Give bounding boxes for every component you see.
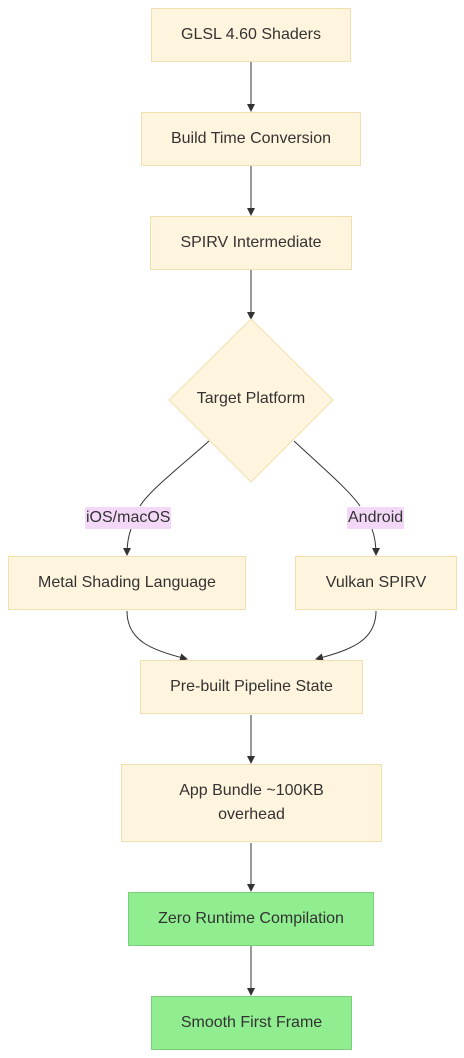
node-build-time-conversion: Build Time Conversion [141,112,361,166]
node-prebuilt-pipeline-state: Pre-built Pipeline State [140,660,363,714]
node-vulkan-spirv: Vulkan SPIRV [295,556,457,610]
node-metal-shading-language: Metal Shading Language [8,556,246,610]
target-platform-diamond [168,318,334,483]
node-glsl-shaders-label: GLSL 4.60 Shaders [181,26,321,43]
node-spirv-intermediate-label: SPIRV Intermediate [180,234,322,251]
node-app-bundle-label-line1: App Bundle ~100KB [179,782,324,799]
edge-metal-to-prebuilt [126,610,188,662]
node-zero-runtime-compilation: Zero Runtime Compilation [128,892,374,946]
node-app-bundle: App Bundle ~100KB overhead [121,764,382,842]
node-target-platform-label: Target Platform [196,390,306,407]
edge-androidlabel-to-vulkan [371,528,380,556]
node-build-time-conversion-label: Build Time Conversion [170,130,332,147]
edge-ioslabel-to-metal [123,528,132,556]
node-smooth-first-frame-label: Smooth First Frame [180,1014,323,1031]
edge-label-android: Android [347,507,405,529]
node-smooth-first-frame: Smooth First Frame [151,996,352,1050]
node-spirv-intermediate: SPIRV Intermediate [150,216,352,270]
node-app-bundle-label-line2: overhead [218,806,285,823]
edge-vulkan-to-prebuilt [315,610,377,662]
node-metal-shading-language-label: Metal Shading Language [38,574,216,591]
edge-target-to-metal [139,440,210,507]
node-zero-runtime-compilation-label: Zero Runtime Compilation [158,910,344,927]
node-prebuilt-pipeline-state-label: Pre-built Pipeline State [170,678,333,695]
node-vulkan-spirv-label: Vulkan SPIRV [325,574,427,591]
edge-label-ios-macos: iOS/macOS [85,507,172,529]
node-glsl-shaders: GLSL 4.60 Shaders [151,8,351,62]
edge-target-to-vulkan [293,440,361,507]
